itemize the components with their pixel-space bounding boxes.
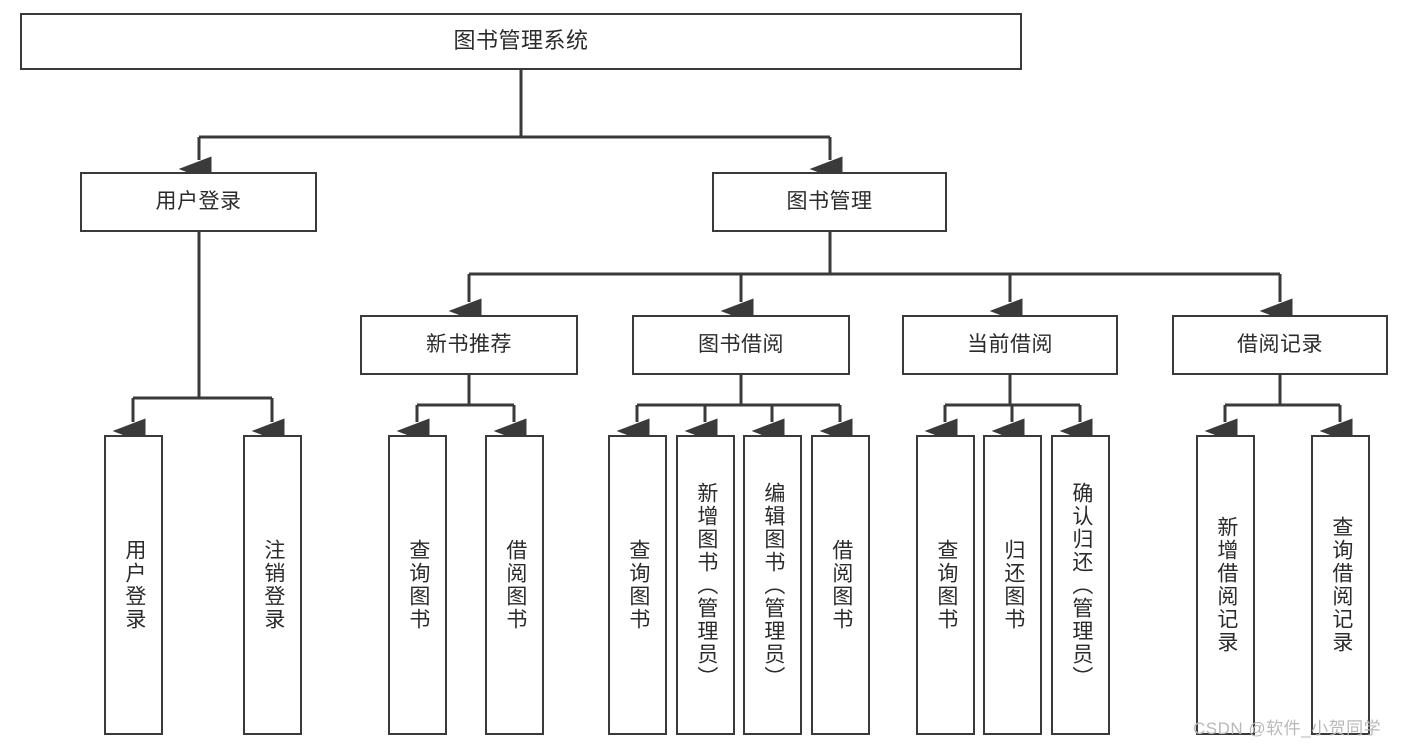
node-root-system[interactable]: 图书管理系统 — [20, 13, 1022, 70]
node-label: 图书管理系统 — [453, 28, 589, 54]
node-label: 新增图书（管理员） — [694, 481, 718, 689]
node-new-book-recommend[interactable]: 新书推荐 — [360, 315, 578, 375]
node-label: 新书推荐 — [426, 333, 512, 357]
node-label: 查询借阅记录 — [1329, 516, 1353, 654]
node-label: 查询图书 — [934, 539, 958, 631]
leaf-query-book-current[interactable]: 查询图书 — [916, 435, 975, 735]
node-label: 图书管理 — [786, 190, 873, 214]
node-user-login[interactable]: 用户登录 — [80, 172, 317, 232]
node-label: 新增借阅记录 — [1214, 516, 1238, 654]
node-label: 借阅记录 — [1237, 333, 1323, 357]
node-book-borrow[interactable]: 图书借阅 — [632, 315, 850, 375]
leaf-logout-login[interactable]: 注销登录 — [243, 435, 302, 735]
node-label: 编辑图书（管理员） — [761, 481, 785, 689]
node-label: 查询图书 — [406, 539, 430, 631]
node-borrow-record[interactable]: 借阅记录 — [1172, 315, 1388, 375]
node-label: 用户登录 — [155, 190, 242, 214]
leaf-borrow-book[interactable]: 借阅图书 — [811, 435, 870, 735]
leaf-add-book[interactable]: 新增图书（管理员） — [676, 435, 735, 735]
leaf-edit-book[interactable]: 编辑图书（管理员） — [743, 435, 802, 735]
leaf-user-login[interactable]: 用户登录 — [104, 435, 163, 735]
leaf-query-book-borrow[interactable]: 查询图书 — [608, 435, 667, 735]
node-current-borrow[interactable]: 当前借阅 — [902, 315, 1118, 375]
node-label: 注销登录 — [261, 539, 285, 631]
node-label: 查询图书 — [626, 539, 650, 631]
leaf-borrow-book-recommend[interactable]: 借阅图书 — [485, 435, 544, 735]
node-label: 确认归还（管理员） — [1069, 481, 1093, 689]
leaf-query-book-recommend[interactable]: 查询图书 — [388, 435, 447, 735]
node-label: 用户登录 — [122, 539, 146, 631]
node-label: 图书借阅 — [698, 333, 784, 357]
node-label: 借阅图书 — [503, 539, 527, 631]
node-label: 当前借阅 — [967, 333, 1053, 357]
leaf-confirm-return[interactable]: 确认归还（管理员） — [1051, 435, 1110, 735]
leaf-add-borrow-record[interactable]: 新增借阅记录 — [1196, 435, 1255, 735]
leaf-return-book[interactable]: 归还图书 — [983, 435, 1042, 735]
node-label: 借阅图书 — [829, 539, 853, 631]
leaf-query-borrow-record[interactable]: 查询借阅记录 — [1311, 435, 1370, 735]
node-label: 归还图书 — [1001, 539, 1025, 631]
node-book-manage[interactable]: 图书管理 — [712, 172, 947, 232]
